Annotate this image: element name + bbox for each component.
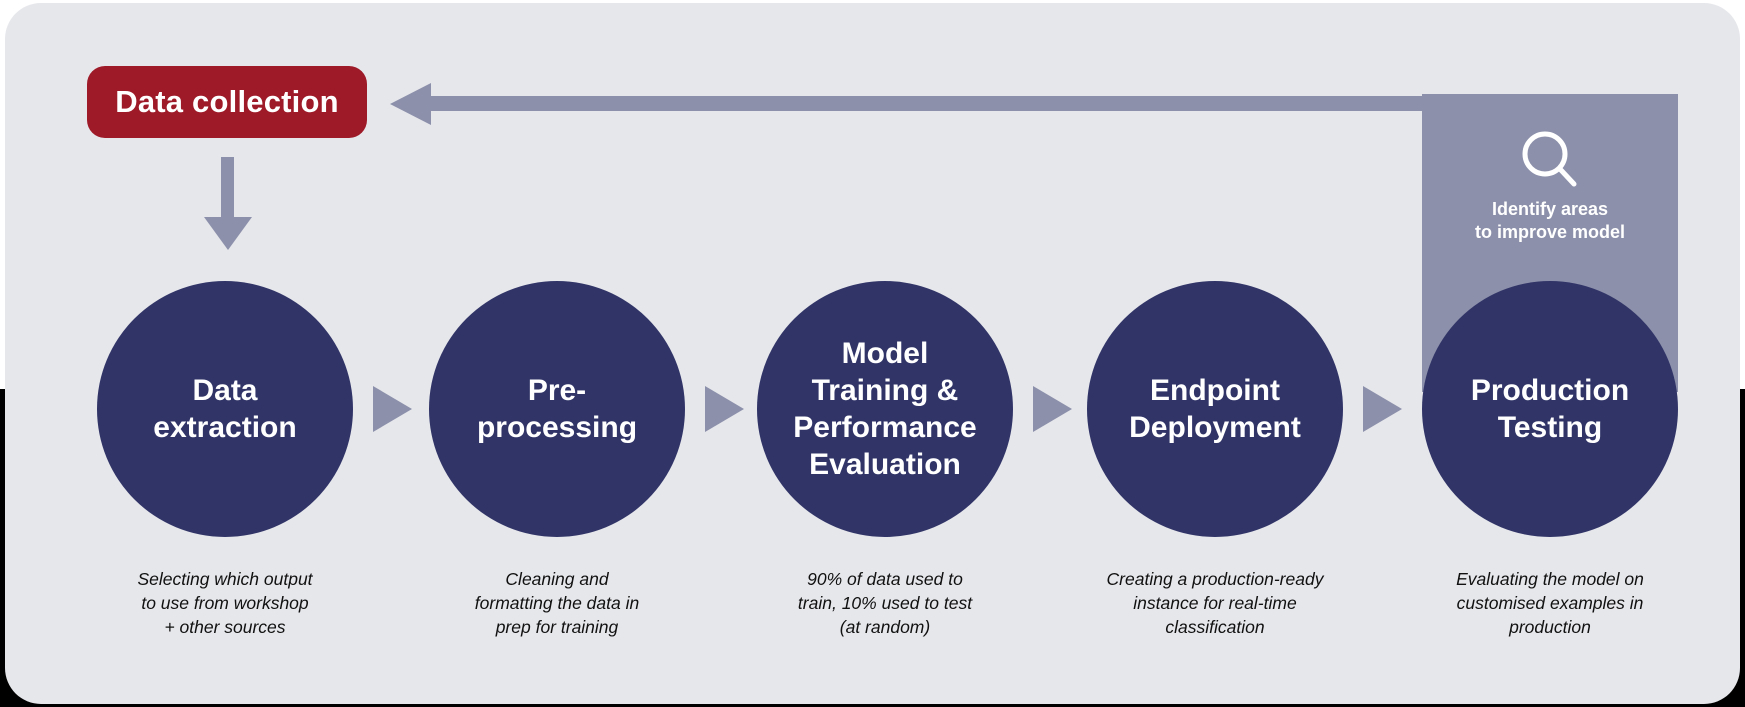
arrow-right-icon bbox=[1033, 386, 1072, 432]
search-icon bbox=[1522, 131, 1577, 187]
feedback-arrow-shaft bbox=[425, 96, 1678, 111]
down-arrow-shaft bbox=[221, 157, 234, 219]
stage-circle-model-training: Model Training & Performance Evaluation bbox=[757, 281, 1013, 537]
stage-title: Production Testing bbox=[1470, 374, 1630, 444]
data-collection-label: Data collection bbox=[115, 84, 339, 119]
stage-circle-production-testing: Production Testing bbox=[1422, 281, 1678, 537]
stage-title: Model Training & Performance Evaluation bbox=[793, 337, 977, 481]
stage-caption-data-extraction: Selecting which output to use from works… bbox=[137, 569, 313, 637]
feedback-arrow-head-icon bbox=[390, 83, 431, 125]
stage-title: Endpoint Deployment bbox=[1129, 374, 1301, 444]
stage-caption-endpoint-deployment: Creating a production-ready instance for… bbox=[1106, 569, 1324, 637]
down-arrow-head-icon bbox=[204, 217, 252, 250]
stage-caption-production-testing: Evaluating the model on customised examp… bbox=[1456, 569, 1644, 637]
stage-title: Data extraction bbox=[153, 374, 297, 444]
stage-circle-pre-processing: Pre- processing bbox=[429, 281, 685, 537]
stage-caption-model-training: 90% of data used to train, 10% used to t… bbox=[797, 569, 973, 637]
arrow-right-icon bbox=[373, 386, 412, 432]
data-collection-box: Data collection bbox=[87, 66, 367, 138]
stage-circle-endpoint-deployment: Endpoint Deployment bbox=[1087, 281, 1343, 537]
diagram-card: Identify areas to improve model Data col… bbox=[5, 3, 1740, 704]
arrow-right-icon bbox=[1363, 386, 1402, 432]
stage-caption-pre-processing: Cleaning and formatting the data in prep… bbox=[474, 569, 640, 637]
feedback-label: Identify areas to improve model bbox=[1474, 199, 1626, 242]
stage-title: Pre- processing bbox=[476, 374, 638, 444]
arrow-right-icon bbox=[705, 386, 744, 432]
stage-circle-data-extraction: Data extraction bbox=[97, 281, 353, 537]
